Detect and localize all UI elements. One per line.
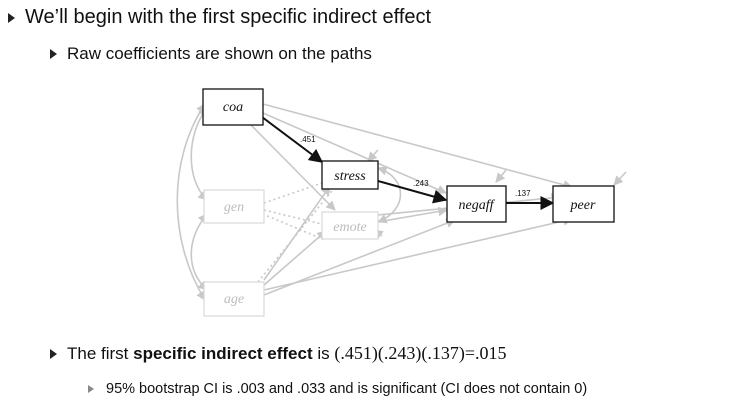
- effect-bullet: The first specific indirect effect is (.…: [50, 343, 507, 364]
- heading-bullet: We’ll begin with the first specific indi…: [8, 6, 431, 29]
- node-emote: emote: [321, 211, 379, 240]
- path-emote-negaff: [377, 206, 448, 223]
- coef-negaff-peer: .137: [515, 189, 531, 198]
- path-gen-age-dotted: [257, 211, 321, 239]
- node-peer: peer: [552, 185, 615, 223]
- sub-bullet: Raw coefficients are shown on the paths: [50, 44, 372, 64]
- path-age-emote: [263, 230, 327, 286]
- dim-paths: [176, 103, 627, 301]
- curve-coa-age: [176, 103, 206, 301]
- path-coa-negaff: [262, 112, 447, 194]
- heading-text: We’ll begin with the first specific indi…: [25, 6, 432, 28]
- ci-text: 95% bootstrap CI is .003 and .033 and is…: [106, 381, 588, 397]
- bullet-arrow-icon: [88, 385, 94, 393]
- path-coa-stress: [261, 116, 324, 163]
- path-age-negaff: [263, 218, 456, 296]
- node-emote-label: emote: [333, 220, 366, 235]
- path-age-peer: [263, 216, 573, 291]
- resid-stress: [367, 149, 379, 162]
- node-age-label: age: [224, 292, 244, 307]
- effect-mid: is: [312, 343, 335, 363]
- highlight-paths: [261, 116, 555, 210]
- path-stress-negaff: [377, 180, 448, 204]
- effect-bold: specific indirect effect: [133, 343, 313, 363]
- node-gen: gen: [203, 189, 265, 224]
- node-stress-label: stress: [334, 169, 366, 184]
- node-coa: coa: [202, 88, 264, 126]
- node-age: age: [203, 281, 265, 317]
- coef-stress-negaff: .243: [413, 179, 429, 188]
- effect-formula: (.451)(.243)(.137)=.015: [334, 343, 507, 363]
- path-coa-emote: [249, 123, 336, 211]
- path-age-stress: [263, 185, 331, 281]
- bullet-arrow-icon: [8, 12, 15, 23]
- bullet-arrow-icon: [50, 49, 57, 59]
- node-gen-label: gen: [224, 200, 244, 215]
- resid-negaff: [495, 169, 507, 183]
- node-negaff: negaff: [446, 185, 507, 223]
- resid-peer: [613, 171, 627, 186]
- effect-prefix: The first: [67, 343, 134, 363]
- node-stress: stress: [321, 160, 379, 190]
- bullet-arrow-icon: [50, 348, 57, 359]
- coef-coa-stress: .451: [300, 135, 316, 144]
- node-peer-label: peer: [570, 198, 596, 213]
- path-age-stress-dotted: [257, 186, 336, 283]
- node-coa-label: coa: [223, 100, 243, 115]
- node-negaff-label: negaff: [459, 198, 496, 213]
- path-coa-peer: [262, 103, 573, 190]
- path-gen-emote: [263, 209, 323, 225]
- curve-stress-emote: [377, 166, 402, 224]
- sub-text: Raw coefficients are shown on the paths: [67, 44, 372, 63]
- ci-bullet: 95% bootstrap CI is .003 and .033 and is…: [88, 381, 587, 397]
- path-gen-stress: [263, 182, 323, 204]
